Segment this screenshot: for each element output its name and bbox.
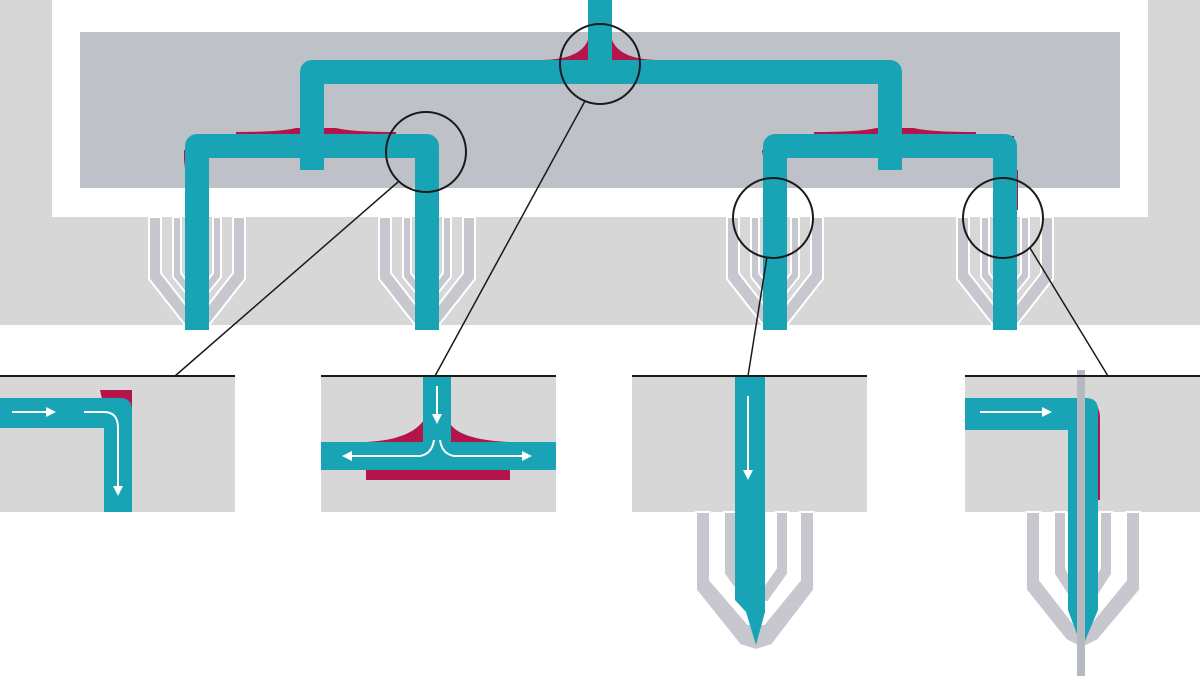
- magnifier-circle-icon: [559, 23, 641, 105]
- detail-tee-flow: [321, 375, 556, 512]
- nozzle-tips: [185, 300, 1017, 326]
- magnifier-circles: [385, 23, 1044, 259]
- melt-channel-network: [185, 0, 1017, 330]
- detail-corner-flow: [0, 375, 235, 512]
- magnifier-circle-icon: [385, 111, 467, 193]
- detail-open-nozzle: [632, 375, 867, 652]
- callout-lines: [174, 100, 1109, 377]
- magnifier-circle-icon: [732, 177, 814, 259]
- manifold-branch-left: [185, 134, 439, 330]
- detail-valve-gate-nozzle: [965, 370, 1200, 676]
- manifold-branch-right: [763, 134, 1017, 330]
- magnifier-circle-icon: [962, 177, 1044, 259]
- manifold-main-channel: [300, 60, 902, 170]
- valve-pin: [1077, 370, 1085, 676]
